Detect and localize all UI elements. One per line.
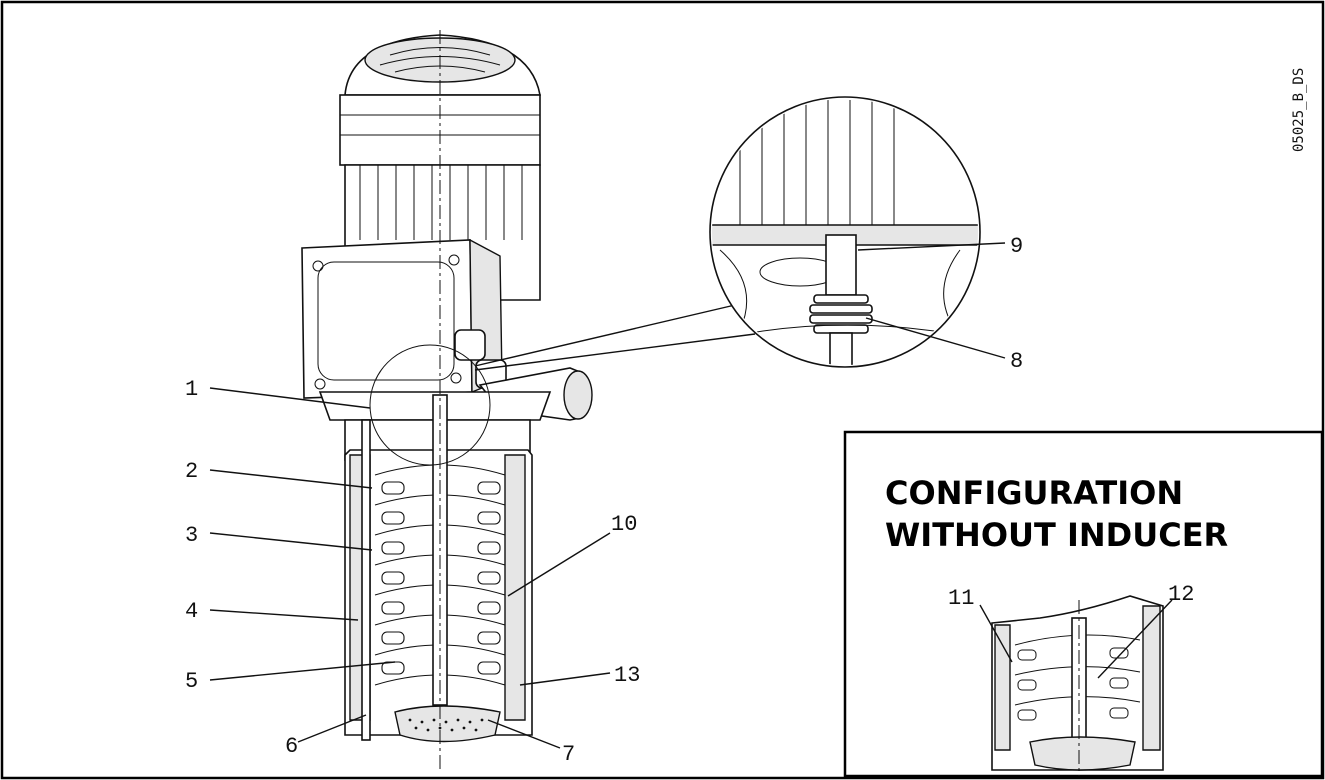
inset-panel: CONFIGURATION WITHOUT INDUCER 11 12	[843, 430, 1324, 778]
callout-4: 4	[185, 599, 198, 624]
callout-13: 13	[614, 663, 640, 688]
callout-8: 8	[1010, 349, 1023, 374]
callout-5: 5	[185, 669, 198, 694]
callout-leaders	[209, 242, 1006, 749]
pump-illustration	[301, 30, 593, 770]
callout-6: 6	[285, 734, 298, 759]
drawing-code: 05025_B_DS	[1291, 68, 1307, 152]
callout-7: 7	[562, 742, 575, 767]
callout-9: 9	[1010, 234, 1023, 259]
callout-2: 2	[185, 459, 198, 484]
callout-10: 10	[611, 512, 637, 537]
callout-3: 3	[185, 523, 198, 548]
callout-12: 12	[1168, 582, 1194, 607]
seal-detail-view	[474, 96, 981, 371]
inset-title-line2: WITHOUT INDUCER	[885, 516, 1228, 554]
callout-11: 11	[948, 586, 974, 611]
inset-pump-section	[979, 595, 1173, 776]
inset-title-line1: CONFIGURATION	[885, 474, 1183, 512]
callout-1: 1	[185, 377, 198, 402]
